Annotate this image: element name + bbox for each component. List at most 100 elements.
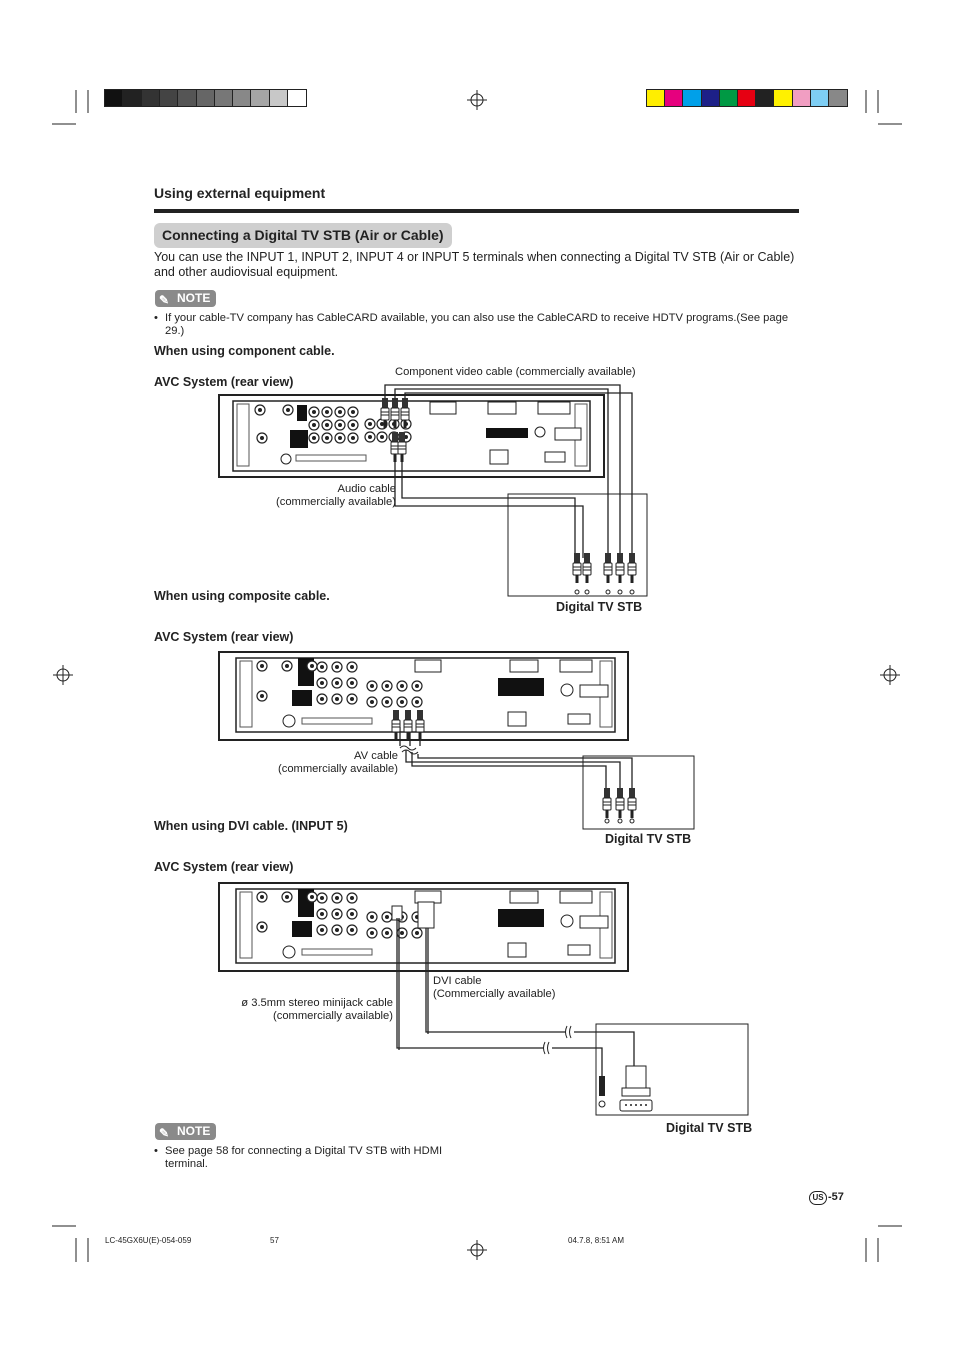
calibration-swatch <box>286 89 308 107</box>
dvi-and-minijack-cables <box>396 918 635 1080</box>
jack <box>256 432 268 444</box>
footer-date: 04.7.8, 8:51 AM <box>568 1236 625 1245</box>
jack <box>346 908 358 920</box>
jack <box>331 677 343 689</box>
note-bullet: • <box>154 312 158 324</box>
pencil-icon: ✎ <box>159 293 170 307</box>
section-header: Using external equipment <box>154 185 326 201</box>
section-2-stb-label: Digital TV STB <box>605 832 692 846</box>
note-1-text: If your cable-TV company has CableCARD a… <box>165 312 789 337</box>
jack <box>346 661 358 673</box>
jack <box>381 680 393 692</box>
jack <box>281 891 293 903</box>
calibration-swatch <box>682 89 703 107</box>
jack <box>334 406 346 418</box>
calibration-swatch <box>718 89 739 107</box>
jack <box>308 406 320 418</box>
calibration-swatch <box>773 89 794 107</box>
jack <box>281 660 293 672</box>
calibration-swatch <box>645 89 667 107</box>
jack <box>316 677 328 689</box>
section-3-stb-label: Digital TV STB <box>666 1121 753 1135</box>
footer-page: 57 <box>270 1236 279 1245</box>
calibration-swatch <box>213 89 235 107</box>
jack <box>308 432 320 444</box>
jack <box>331 924 343 936</box>
jack <box>306 891 318 903</box>
section-2-heading: When using composite cable. <box>154 589 330 603</box>
calibration-swatch <box>158 89 180 107</box>
jack <box>334 419 346 431</box>
avc-unit-1 <box>218 394 605 478</box>
jack <box>347 419 359 431</box>
jack <box>347 432 359 444</box>
note-badge: ✎NOTE <box>155 290 217 307</box>
jack <box>364 431 376 443</box>
jack <box>411 680 423 692</box>
jack <box>366 696 378 708</box>
jack <box>411 696 423 708</box>
jack <box>346 892 358 904</box>
note-2-text: See page 58 for connecting a Digital TV … <box>165 1145 443 1170</box>
jack <box>396 696 408 708</box>
calibration-swatch <box>791 89 812 107</box>
jack <box>321 432 333 444</box>
calibration-swatch <box>664 89 685 107</box>
calibration-swatch <box>268 89 290 107</box>
jack <box>346 924 358 936</box>
calibration-swatch <box>177 89 198 107</box>
calibration-swatch <box>232 89 253 107</box>
region-badge: US <box>809 1191 827 1205</box>
jack <box>316 924 328 936</box>
jack <box>411 927 423 939</box>
jack <box>366 680 378 692</box>
jack <box>331 892 343 904</box>
stb-box-1 <box>507 493 648 597</box>
section-3-avc-label: AVC System (rear view) <box>154 860 294 874</box>
calibration-swatch <box>103 89 125 107</box>
jack <box>316 661 328 673</box>
jack <box>346 693 358 705</box>
jack <box>256 690 268 702</box>
jack <box>381 696 393 708</box>
calibration-swatch <box>755 89 776 107</box>
jack <box>396 680 408 692</box>
av-cable-label: AV cable(commercially available) <box>278 750 398 775</box>
calibration-swatch <box>250 89 271 107</box>
jack <box>381 911 393 923</box>
page-title: Connecting a Digital TV STB (Air or Cabl… <box>154 223 452 248</box>
pencil-icon: ✎ <box>159 1126 170 1140</box>
section-1-avc-label: AVC System (rear view) <box>154 375 294 389</box>
jack <box>331 693 343 705</box>
jack <box>331 908 343 920</box>
header-rule <box>154 209 799 213</box>
jack <box>256 660 268 672</box>
component-cable-label: Component video cable (commercially avai… <box>395 366 636 378</box>
note-badge-2: ✎NOTE <box>155 1123 217 1140</box>
jack <box>321 406 333 418</box>
jack <box>364 418 376 430</box>
calibration-swatch <box>700 89 721 107</box>
avc-unit-3 <box>218 882 629 972</box>
jack <box>331 661 343 673</box>
jack <box>316 693 328 705</box>
note-bullet-2: • <box>154 1145 158 1157</box>
jack <box>321 419 333 431</box>
jack <box>254 404 266 416</box>
jack <box>334 432 346 444</box>
stb-box-2 <box>582 755 695 830</box>
jack <box>316 892 328 904</box>
section-2-avc-label: AVC System (rear view) <box>154 630 294 644</box>
calibration-swatch <box>122 89 143 107</box>
dvi-cable-label: DVI cable(Commercially available) <box>433 975 556 1000</box>
jack <box>306 660 318 672</box>
calibration-swatch <box>736 89 758 107</box>
footer-file: LC-45GX6U(E)-054-059 <box>105 1236 192 1245</box>
jack <box>376 431 388 443</box>
audio-cable-label: Audio cable(commercially available) <box>276 483 396 508</box>
section-1-stb-label: Digital TV STB <box>556 600 643 614</box>
jack <box>256 891 268 903</box>
jack <box>316 908 328 920</box>
